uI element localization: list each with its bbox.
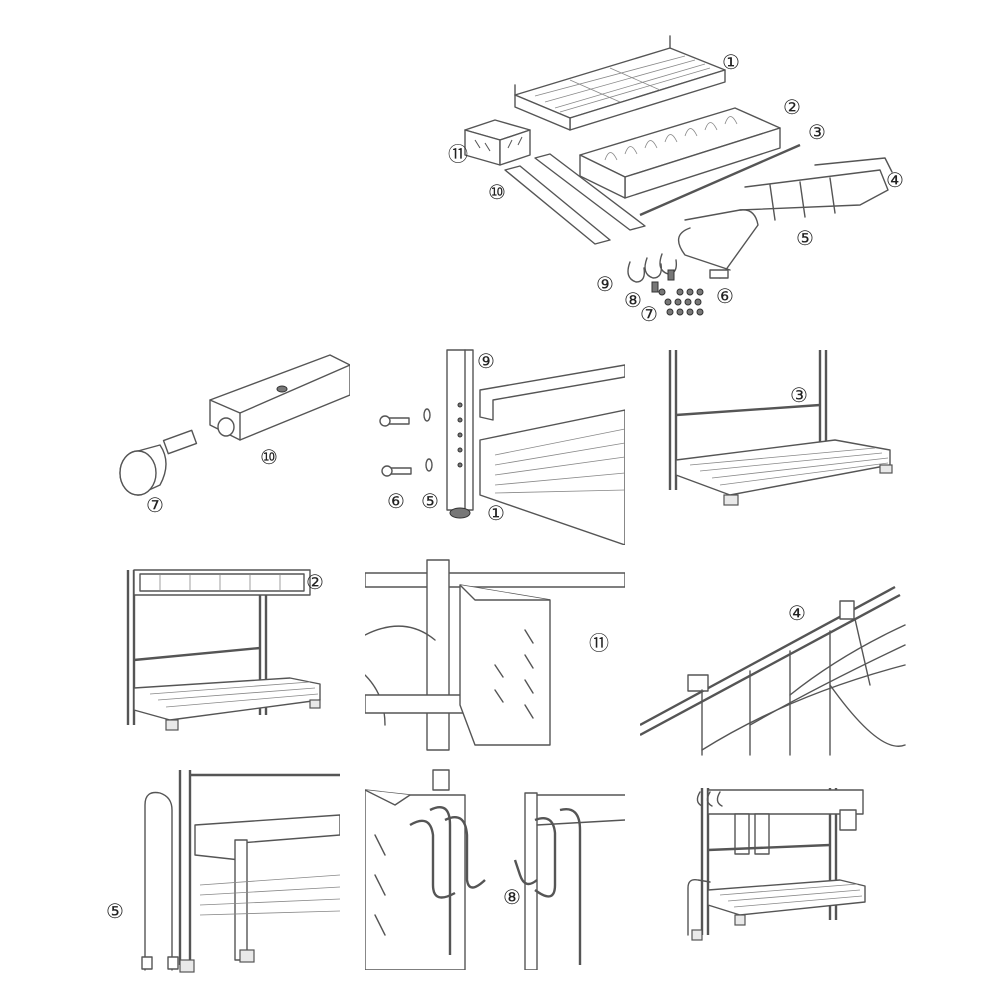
part-3-bar bbox=[639, 143, 801, 217]
parts-6-7-screws bbox=[651, 269, 704, 316]
exploded-parts-diagram: ① ② ③ ④ ⑤ ⑥ ⑦ ⑧ ⑨ ⑩ ⑪ bbox=[440, 30, 920, 330]
lid-holder-drawing bbox=[141, 770, 340, 973]
step-panel-foot: ⑦ ⑩ bbox=[110, 345, 350, 520]
part-4-towel-rack bbox=[739, 157, 893, 221]
part-2-dish-shelf bbox=[579, 107, 781, 199]
label-8: ⑧ bbox=[503, 885, 521, 909]
part-5-lid-holder bbox=[677, 209, 759, 279]
label-2: ② bbox=[783, 95, 801, 119]
label-1: ① bbox=[722, 50, 740, 74]
label-5: ⑤ bbox=[106, 899, 124, 923]
step-panel-lid-holder: ⑤ bbox=[100, 765, 340, 980]
label-11: ⑪ bbox=[448, 142, 468, 166]
step-panel-hooks: ⑧ bbox=[365, 765, 625, 970]
label-6: ⑥ bbox=[716, 284, 734, 308]
label-11: ⑪ bbox=[589, 631, 609, 655]
shelf-screw-drawing bbox=[379, 349, 625, 545]
label-9: ⑨ bbox=[477, 349, 495, 373]
label-3: ③ bbox=[808, 120, 826, 144]
step-panel-bar: ③ bbox=[660, 345, 900, 535]
part-1-top-shelf bbox=[514, 35, 726, 131]
step-panel-towel-rack: ④ bbox=[640, 575, 910, 760]
label-4: ④ bbox=[886, 168, 904, 192]
step-panel-upper-shelf: ② bbox=[110, 560, 340, 755]
label-8: ⑧ bbox=[624, 288, 642, 312]
label-2: ② bbox=[306, 570, 324, 594]
bar-assembly-drawing bbox=[668, 350, 893, 506]
label-3: ③ bbox=[790, 383, 808, 407]
label-1: ① bbox=[487, 501, 505, 525]
label-9: ⑨ bbox=[596, 272, 614, 296]
basket-hanging-drawing bbox=[365, 559, 625, 751]
step-panel-basket: ⑪ bbox=[365, 555, 625, 755]
screws bbox=[379, 408, 433, 477]
label-7: ⑦ bbox=[146, 493, 164, 517]
label-6: ⑥ bbox=[387, 489, 405, 513]
part-11-basket bbox=[464, 119, 531, 166]
step-panel-shelf-screws: ⑨ ⑥ ⑤ ① bbox=[375, 345, 625, 545]
exploded-parts-drawing bbox=[464, 35, 893, 316]
step-panel-assembled bbox=[680, 780, 880, 960]
label-7: ⑦ bbox=[640, 302, 658, 326]
part-10-uprights bbox=[504, 153, 646, 245]
upper-shelf-drawing bbox=[126, 569, 321, 731]
label-5: ⑤ bbox=[421, 489, 439, 513]
label-5: ⑤ bbox=[796, 226, 814, 250]
hooks-drawing bbox=[365, 769, 625, 970]
label-4: ④ bbox=[788, 601, 806, 625]
assembled-rack-drawing bbox=[687, 788, 866, 941]
foot-assembly-drawing bbox=[119, 354, 350, 496]
label-10: ⑩ bbox=[488, 180, 506, 204]
label-10: ⑩ bbox=[260, 445, 278, 469]
towel-rack-drawing bbox=[640, 585, 906, 756]
